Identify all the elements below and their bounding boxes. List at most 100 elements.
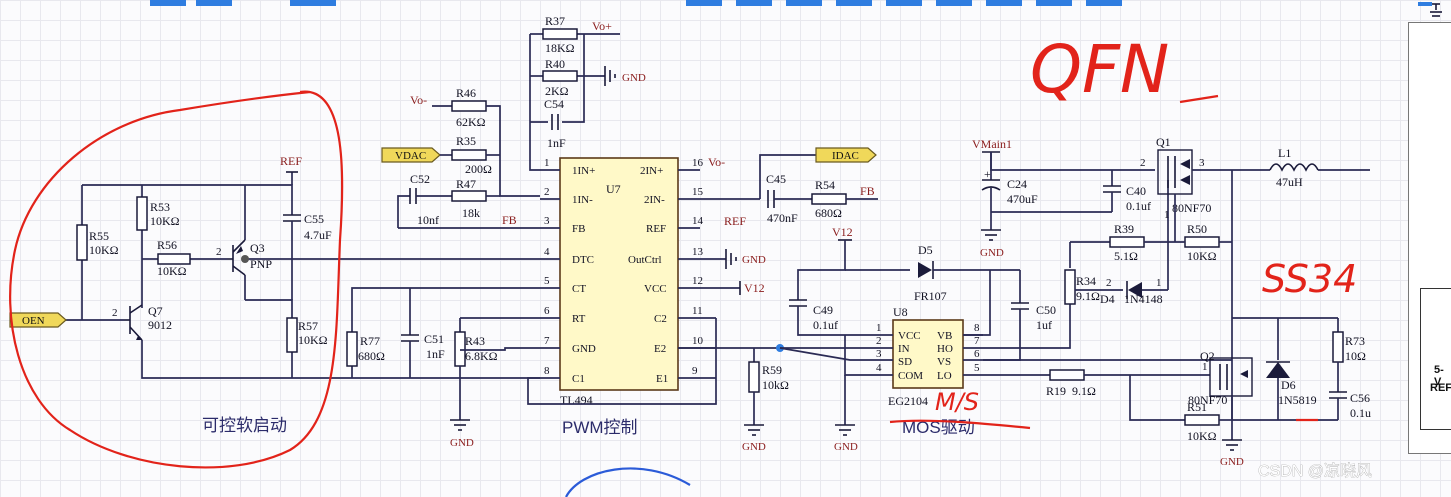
right-edge-gnd-mark xyxy=(1430,3,1442,17)
d6-diode xyxy=(1266,362,1290,378)
idac-port-label: IDAC xyxy=(832,150,859,162)
soft-start-caption: 可控软启动 xyxy=(202,416,287,435)
net-gnd-outctrl: GND xyxy=(742,254,766,266)
r19-ref: R19 xyxy=(1046,384,1066,398)
u8-pins xyxy=(873,334,983,376)
c51-ref: C51 xyxy=(424,332,444,346)
c24-ref: C24 xyxy=(1007,177,1027,191)
c52-ref: C52 xyxy=(410,172,430,186)
u7-pin11-num: 11 xyxy=(692,305,703,317)
q3-ref: Q3 xyxy=(250,241,265,255)
oen-port[interactable] xyxy=(9,312,67,328)
r53-body xyxy=(136,196,148,231)
c49-ref: C49 xyxy=(813,303,833,317)
r53-ref: R53 xyxy=(150,200,170,214)
net-v12-a: V12 xyxy=(744,281,765,295)
u7-tl494-body[interactable] xyxy=(559,157,679,391)
r47-ref: R47 xyxy=(456,177,476,191)
u8-pin8-num: 8 xyxy=(974,322,980,334)
toolbar-tab-11[interactable] xyxy=(1036,0,1072,6)
idac-port[interactable] xyxy=(815,147,877,163)
u8-pin3-name: SD xyxy=(898,356,912,368)
u7-pin8-name: C1 xyxy=(572,373,585,385)
vdac-port[interactable] xyxy=(381,147,441,163)
u7-pin8-num: 8 xyxy=(544,365,550,377)
pwm-caption: PWM控制 xyxy=(562,418,638,437)
u7-pin1-num: 1 xyxy=(544,157,550,169)
r54-value: 680Ω xyxy=(815,206,842,220)
c40-value: 0.1uf xyxy=(1126,199,1151,213)
c55-capacitor xyxy=(283,214,301,238)
toolbar-tab-2[interactable] xyxy=(196,0,232,6)
power-stage-section: VMain1 + C24 470uF GND C40 0.1uf 2 3 1 Q… xyxy=(972,135,1371,468)
c56-value: 0.1u xyxy=(1350,406,1371,420)
q1-ref: Q1 xyxy=(1156,135,1171,149)
toolbar-tab-10[interactable] xyxy=(986,0,1022,6)
ss34-annotation: SS34 xyxy=(1262,257,1357,301)
c54-ref: C54 xyxy=(544,97,564,111)
u8-pin5-num: 5 xyxy=(974,362,980,374)
toolbar-tab-5[interactable] xyxy=(736,0,772,6)
r39-body xyxy=(1109,236,1145,248)
r40-body xyxy=(542,70,578,82)
watermark: CSDN @凉晓风 xyxy=(1258,462,1372,480)
q2-value: 80NF70 xyxy=(1188,393,1227,407)
toolbar-tab-12[interactable] xyxy=(1086,0,1122,6)
u7-pin14-num: 14 xyxy=(692,215,704,227)
r56-ref: R56 xyxy=(157,238,177,252)
gnd-symbol-r59 xyxy=(744,424,764,436)
d6-value: 1N5819 xyxy=(1278,393,1317,407)
c50-ref: C50 xyxy=(1036,303,1056,317)
net-gnd-q2: GND xyxy=(1220,456,1244,468)
u7-pin13-num: 13 xyxy=(692,246,704,258)
l1-ref: L1 xyxy=(1278,146,1291,160)
u7-pin1-name: 1IN+ xyxy=(572,165,595,177)
net-vo-plus: Vo+ xyxy=(592,19,612,33)
u7-pin10-num: 10 xyxy=(692,335,704,347)
gnd-symbol-u8 xyxy=(835,424,855,436)
toolbar-tab-4[interactable] xyxy=(686,0,722,6)
u8-pin5-name: LO xyxy=(937,370,952,382)
r35-value: 200Ω xyxy=(465,162,492,176)
c50-value: 1uf xyxy=(1036,318,1052,332)
toolbar-tab-3[interactable] xyxy=(290,0,336,6)
r34-body xyxy=(1064,269,1076,305)
u7-pin12-num: 12 xyxy=(692,275,703,287)
u7-pin5-num: 5 xyxy=(544,275,550,287)
q2-pin-gate: 1 xyxy=(1202,361,1208,373)
r51-ref: R51 xyxy=(1187,400,1207,414)
u7-pin7-num: 7 xyxy=(544,335,550,347)
adjacent-sheet-block xyxy=(1420,288,1451,430)
u7-pin9-num: 9 xyxy=(692,365,698,377)
l1-inductor xyxy=(1269,163,1319,172)
u7-pin15-name: 2IN- xyxy=(644,194,665,206)
c24-plus: + xyxy=(984,167,991,181)
r46-body xyxy=(451,100,487,112)
window-scroll-icon[interactable] xyxy=(1418,2,1432,6)
u8-eg2104-body[interactable] xyxy=(892,319,964,389)
u7-pin13-name: OutCtrl xyxy=(628,254,662,266)
d5-ref: D5 xyxy=(918,243,933,257)
ms-underline xyxy=(889,419,1031,430)
net-ref-left: REF xyxy=(280,154,302,168)
r50-value: 10KΩ xyxy=(1187,249,1217,263)
r50-ref: R50 xyxy=(1187,222,1207,236)
toolbar-tab-6[interactable] xyxy=(786,0,822,6)
r50-body xyxy=(1184,236,1220,248)
net-fb-left: FB xyxy=(502,213,517,227)
toolbar-tab-1[interactable] xyxy=(150,0,186,6)
r56-value: 10KΩ xyxy=(157,264,187,278)
u8-pin1-name: VCC xyxy=(898,330,921,342)
d5-diode xyxy=(918,262,932,278)
blue-ink-arc xyxy=(565,467,691,497)
u7-pin6-num: 6 xyxy=(544,305,550,317)
r46-value: 62KΩ xyxy=(456,115,486,129)
toolbar-tab-7[interactable] xyxy=(836,0,872,6)
r40-ref: R40 xyxy=(545,57,565,71)
toolbar-tab-8[interactable] xyxy=(886,0,922,6)
r35-ref: R35 xyxy=(456,134,476,148)
toolbar-tab-9[interactable] xyxy=(936,0,972,6)
r56-body xyxy=(157,253,191,265)
r40-value: 2KΩ xyxy=(545,84,569,98)
